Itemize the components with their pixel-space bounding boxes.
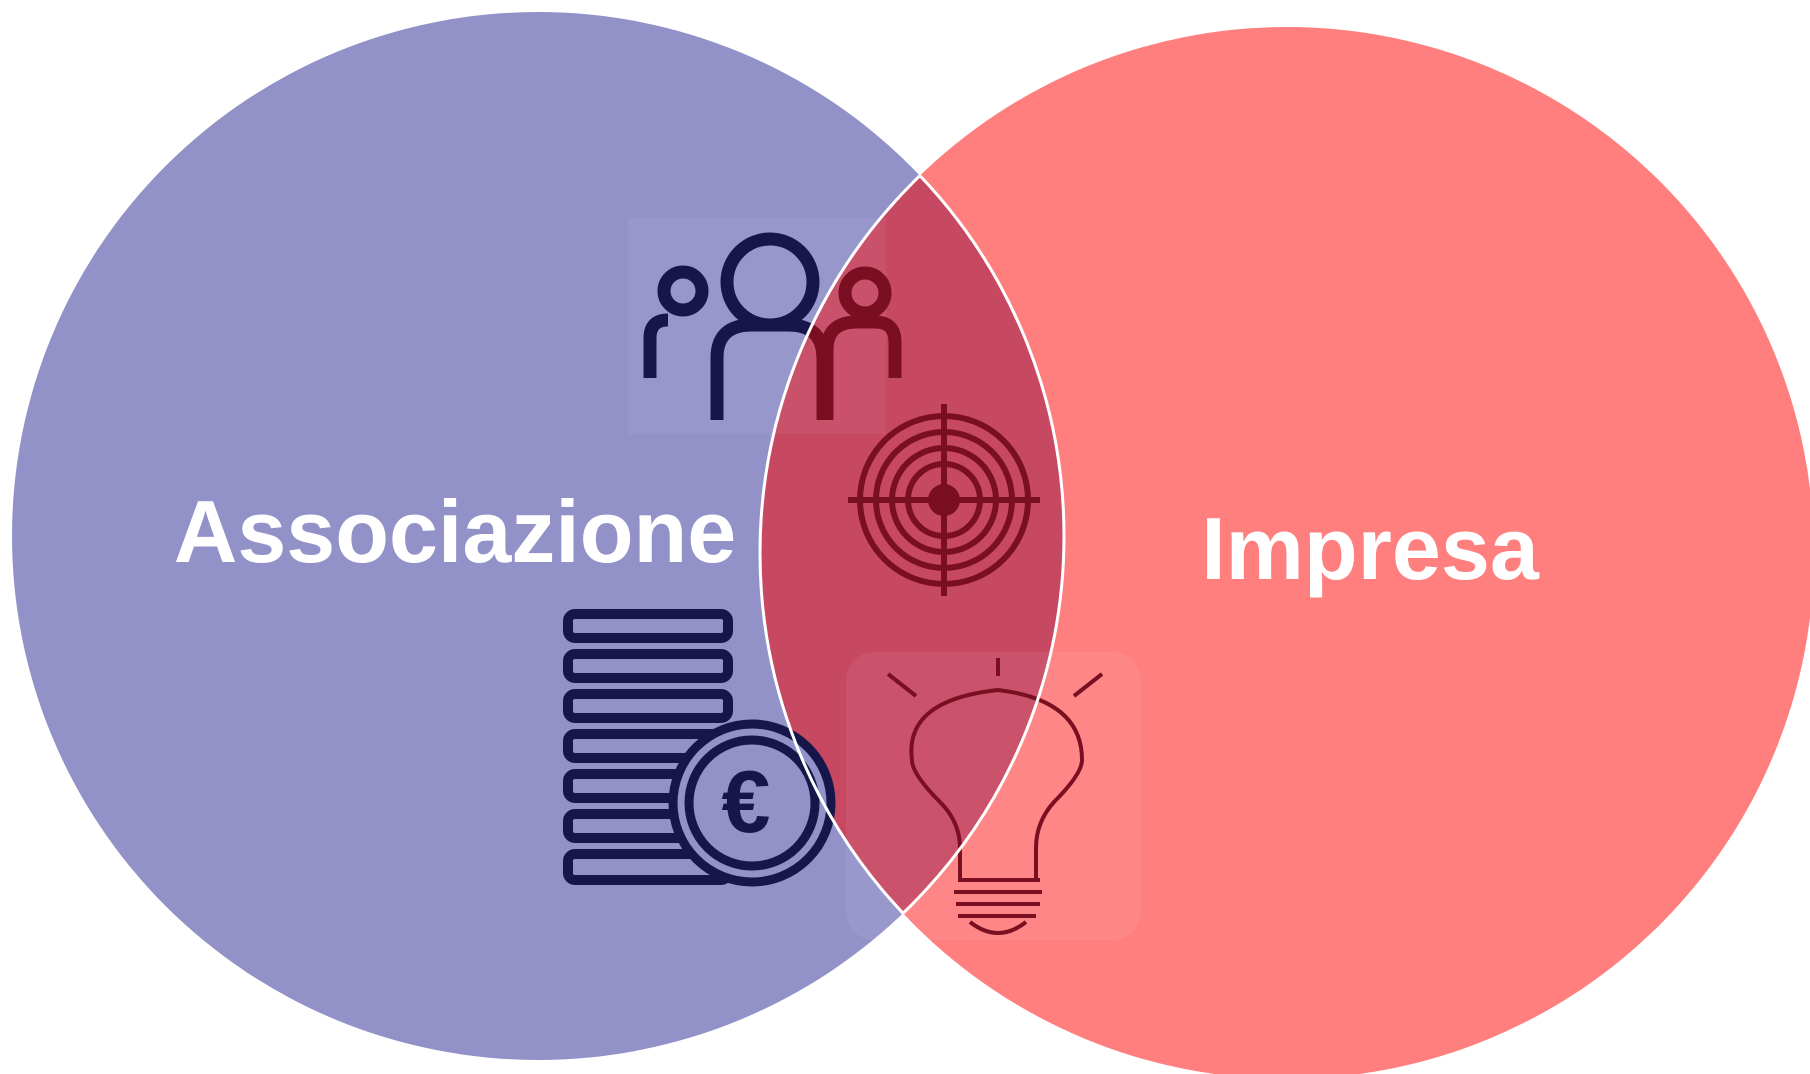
- set-circle-impresa: [760, 27, 1810, 1074]
- lightbulb-icon: [886, 658, 1104, 935]
- target-icon: [848, 404, 1040, 596]
- set-label-right: Impresa: [1201, 499, 1540, 598]
- people-group-icon: [643, 232, 902, 420]
- set-outline: [758, 25, 1064, 1060]
- coins-euro-icon: €: [563, 609, 836, 887]
- euro-symbol: €: [722, 752, 771, 851]
- set-outline: [760, 27, 1066, 1062]
- set-label-left: Associazione: [174, 482, 736, 581]
